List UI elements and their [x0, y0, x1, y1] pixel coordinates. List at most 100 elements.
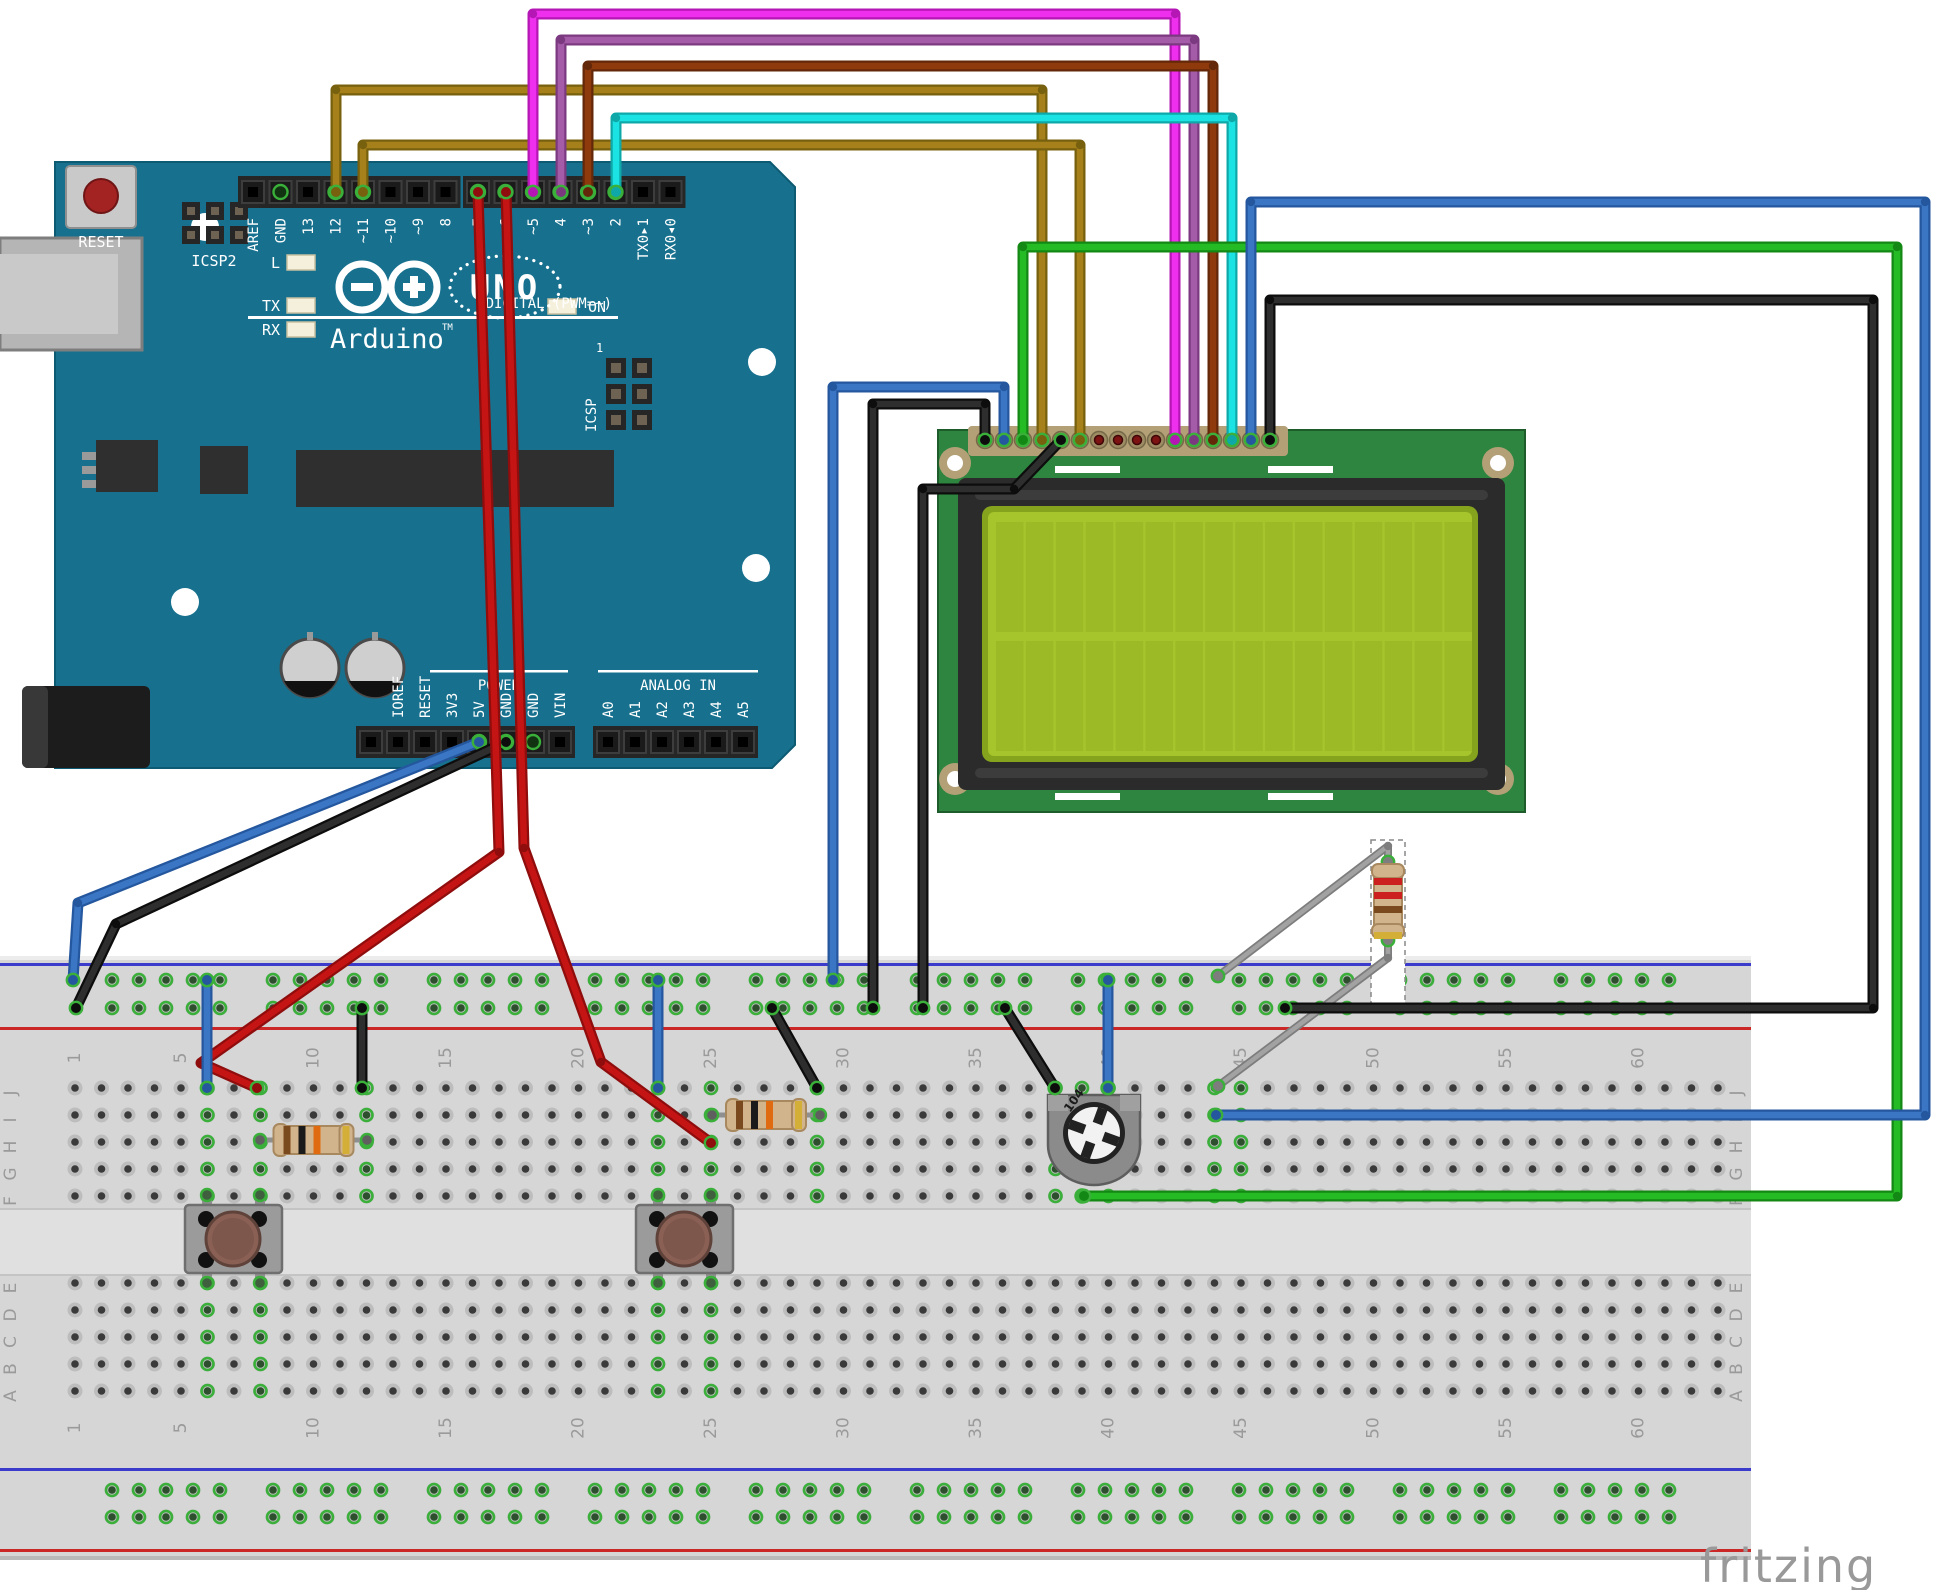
components-layer[interactable]: 104: [183, 863, 1405, 1291]
resistor-band: [1374, 892, 1402, 899]
resistor-band: [766, 1101, 773, 1129]
resistor-band: [736, 1101, 743, 1129]
wire-d6-button2[interactable]: [498, 184, 719, 1151]
trimpot-104[interactable]: 104: [1046, 1080, 1142, 1204]
pushbutton-1[interactable]: [183, 1187, 284, 1291]
svg-text:GND: GND: [274, 218, 290, 243]
lead-res220-top[interactable]: [1210, 841, 1396, 984]
wire-5v-rail[interactable]: [65, 734, 487, 988]
led-tx-label: TX: [262, 297, 280, 315]
svg-text:1: 1: [65, 1053, 85, 1064]
resistor-band: [283, 1126, 291, 1154]
wire-gnd-rail[interactable]: [68, 734, 514, 1016]
jumper-btn2-5v[interactable]: [650, 972, 666, 1096]
resistor-band: [1374, 878, 1402, 885]
svg-text:A3: A3: [682, 701, 698, 718]
resistor-band: [1374, 906, 1402, 913]
icsp2-label: ICSP2: [191, 252, 236, 270]
reset-label: RESET: [78, 233, 123, 251]
resistor-10k-1[interactable]: [252, 1123, 375, 1157]
svg-text:35: 35: [966, 1047, 986, 1069]
svg-text:D: D: [1727, 1308, 1747, 1321]
lcd-16x2-display[interactable]: [937, 426, 1526, 813]
svg-text:8: 8: [439, 218, 455, 226]
jumper-pot-5v[interactable]: [1100, 972, 1116, 1096]
jumper-pot-gnd[interactable]: [997, 1000, 1063, 1096]
svg-text:A5: A5: [736, 701, 752, 718]
svg-text:30: 30: [834, 1047, 854, 1069]
svg-text:15: 15: [436, 1417, 456, 1439]
svg-text:J: J: [1, 1090, 21, 1096]
fritzing-logo: fritzing: [1700, 1539, 1877, 1590]
svg-text:30: 30: [834, 1417, 854, 1439]
wires-layer[interactable]: [65, 8, 1931, 1204]
svg-text:A0: A0: [601, 701, 617, 718]
wire-d2-lcd-d7[interactable]: [608, 112, 1240, 448]
wire-lcd5-gnd[interactable]: [915, 432, 1069, 1016]
svg-text:25: 25: [701, 1417, 721, 1439]
svg-text:1: 1: [65, 1423, 85, 1434]
jumper-res1-gnd[interactable]: [354, 1000, 370, 1096]
svg-text:B: B: [1, 1363, 21, 1375]
wire-lcd16-gnd[interactable]: [1262, 294, 1879, 1016]
wire-d3-lcd-d6[interactable]: [580, 60, 1221, 448]
wire-d4-lcd-d5[interactable]: [553, 34, 1202, 448]
svg-text:60: 60: [1629, 1047, 1649, 1069]
svg-text:RX0◂0: RX0◂0: [664, 218, 680, 260]
svg-text:13: 13: [301, 218, 317, 235]
svg-text:12: 12: [329, 218, 345, 235]
wire-d5-lcd-d4[interactable]: [525, 8, 1183, 448]
svg-text:H: H: [1727, 1141, 1747, 1154]
svg-text:A4: A4: [709, 701, 725, 718]
svg-text:GND: GND: [499, 693, 515, 718]
svg-text:5V: 5V: [472, 701, 488, 718]
svg-text:~9: ~9: [411, 218, 427, 235]
voltage-regulator: [82, 440, 158, 492]
svg-text:35: 35: [966, 1417, 986, 1439]
svg-text:A: A: [1, 1390, 21, 1402]
svg-text:I: I: [1, 1117, 21, 1122]
wire-d11-lcd-en[interactable]: [355, 139, 1088, 448]
wire-lcd1-gnd[interactable]: [865, 398, 993, 1016]
reset-button[interactable]: [65, 165, 137, 229]
svg-text:40: 40: [1099, 1417, 1119, 1439]
resistor-band: [795, 1101, 802, 1129]
resistor-220[interactable]: [1371, 863, 1405, 939]
svg-text:TX0▸1: TX0▸1: [636, 218, 652, 260]
led-l-label: L: [271, 254, 280, 272]
icsp-label: ICSP: [584, 398, 600, 432]
wire-lcd15-res[interactable]: [1208, 196, 1931, 1123]
svg-text:F: F: [1, 1196, 21, 1206]
wire-d12-lcd-rs[interactable]: [328, 84, 1050, 448]
jumper-btn1-5v[interactable]: [199, 972, 215, 1096]
svg-text:A: A: [1727, 1390, 1747, 1402]
led-on-label: ON: [588, 298, 606, 316]
led: [286, 297, 316, 314]
small-chip: [200, 446, 248, 494]
svg-text:VIN: VIN: [553, 693, 569, 718]
svg-text:20: 20: [569, 1047, 589, 1069]
svg-text:E: E: [1, 1283, 21, 1294]
capacitor-1: [279, 632, 341, 699]
wire-d7-button1[interactable]: [195, 184, 505, 1096]
svg-text:IOREF: IOREF: [391, 676, 407, 718]
svg-text:10: 10: [304, 1047, 324, 1069]
wire-lcd3-pot[interactable]: [1015, 241, 1903, 1204]
resistor-10k-2[interactable]: [704, 1098, 828, 1132]
jumper-res2-gnd[interactable]: [764, 1000, 825, 1096]
breadboard-labels: 1155101015152020252530303535404045455050…: [1, 1047, 1747, 1439]
capacitor-2: [344, 632, 406, 699]
svg-text:GND: GND: [526, 693, 542, 718]
svg-text:~3: ~3: [581, 218, 597, 235]
svg-text:B: B: [1727, 1363, 1747, 1375]
resistor-band: [1374, 932, 1402, 939]
svg-text:~5: ~5: [526, 218, 542, 235]
pushbutton-2[interactable]: [634, 1187, 735, 1291]
wire-lcd2-5v[interactable]: [825, 381, 1012, 988]
svg-text:H: H: [1, 1141, 21, 1154]
svg-text:A2: A2: [655, 701, 671, 718]
